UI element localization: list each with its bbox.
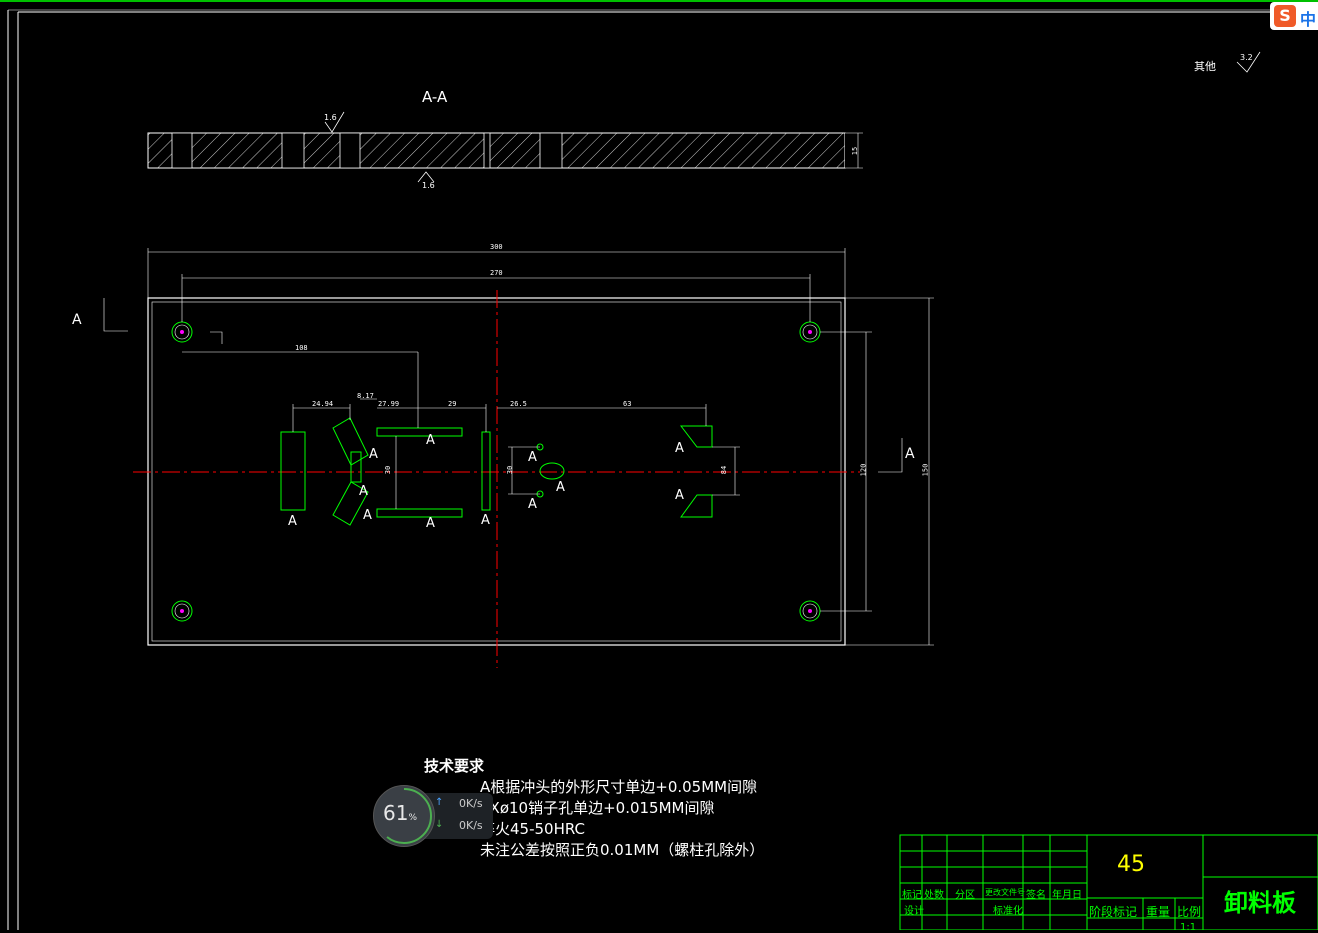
material-value: 45 <box>1117 852 1145 877</box>
corner-hole-bottom-left <box>171 600 193 622</box>
section-title: A-A <box>422 88 448 106</box>
usage-percent: 61 <box>383 801 409 825</box>
cutout-label-a8: A <box>528 450 537 465</box>
header-mark: 标记 <box>902 890 922 901</box>
header-change-doc: 更改文件号 <box>985 888 1025 897</box>
header-date: 年月日 <box>1052 890 1082 901</box>
cutout-label-a3: A <box>359 484 368 499</box>
dim-hole-spacing-x: 270 <box>490 269 503 277</box>
header-zone: 分区 <box>955 890 975 901</box>
weight-label: 重量 <box>1146 905 1171 919</box>
corner-hole-top-left <box>171 321 193 343</box>
dim-d5: 26.5 <box>510 400 527 408</box>
usage-arc-icon <box>376 788 432 844</box>
roughness-value-bottom: 1.6 <box>422 181 435 190</box>
note-line-1: A根据冲头的外形尺寸单边+0.05MM间隙 <box>480 778 758 796</box>
technical-requirements: 技术要求 A根据冲头的外形尺寸单边+0.05MM间隙 2Xø10销子孔单边+0.… <box>424 756 764 861</box>
section-marker-left: A <box>72 312 82 328</box>
dim-d3: 27.99 <box>378 400 400 408</box>
cutout-label-a10: A <box>528 497 537 512</box>
section-marker-right: A <box>905 446 915 462</box>
upload-arrow-icon: ↑ <box>435 797 444 808</box>
cutout-label-a9: A <box>556 480 565 495</box>
download-arrow-icon: ↓ <box>435 819 444 830</box>
ime-mode-label: 中 <box>1300 10 1317 29</box>
corner-hole-bottom-right <box>799 600 821 622</box>
row-standardize: 标准化 <box>993 906 1023 917</box>
cutout-label-a11: A <box>675 441 684 456</box>
dim-d1: 24.94 <box>312 400 334 408</box>
cutout-label-a7: A <box>481 513 490 528</box>
dim-v3: 84 <box>720 465 729 475</box>
dim-thickness: 15 <box>851 146 860 156</box>
roughness-value-top: 1.6 <box>324 113 337 122</box>
dim-overall-height: 150 <box>921 463 930 477</box>
dim-v1: 30 <box>384 465 393 475</box>
cutout-label-a6: A <box>426 516 435 531</box>
usage-percent-sign: % <box>408 813 418 823</box>
note-line-3: 淬火45-50HRC <box>480 820 586 838</box>
dim-center-offset: 108 <box>295 344 308 352</box>
plan-view <box>103 248 934 668</box>
ime-indicator[interactable]: S 中 <box>1270 2 1318 30</box>
roughness-other-label: 其他 <box>1194 60 1216 73</box>
upload-rate: 0K/s <box>459 797 483 810</box>
part-name: 卸料板 <box>1224 889 1296 917</box>
cutout-label-a2: A <box>369 447 378 462</box>
header-sign: 签名 <box>1026 890 1046 901</box>
scale-value: 1:1 <box>1180 922 1197 933</box>
dim-d2: 8.17 <box>357 392 374 400</box>
cutout-label-a4: A <box>363 508 372 523</box>
network-speed-widget[interactable]: ↑ 0K/s ↓ 0K/s 61% <box>373 785 495 847</box>
dim-v2: 30 <box>506 465 515 475</box>
memory-usage-ring[interactable]: 61% <box>373 785 435 847</box>
note-line-2: 2Xø10销子孔单边+0.015MM间隙 <box>480 799 715 817</box>
cutout-label-a5: A <box>426 433 435 448</box>
scale-label: 比例 <box>1177 905 1202 919</box>
header-count: 处数 <box>924 890 944 901</box>
section-view <box>147 51 1261 183</box>
roughness-other-value: 3.2 <box>1240 53 1253 62</box>
row-design: 设计 <box>904 906 924 917</box>
corner-hole-top-right <box>799 321 821 343</box>
dim-hole-spacing-y: 120 <box>859 463 868 477</box>
stage-label: 阶段标记 <box>1089 905 1138 919</box>
cutout-label-a1: A <box>288 514 297 529</box>
sogou-logo-icon: S <box>1274 5 1296 27</box>
dim-overall-width: 300 <box>490 243 503 251</box>
dim-d4: 29 <box>448 400 457 408</box>
cutout-label-a12: A <box>675 488 684 503</box>
title-block <box>899 834 1318 930</box>
notes-title: 技术要求 <box>424 757 485 775</box>
dim-d6: 63 <box>623 400 632 408</box>
download-rate: 0K/s <box>459 819 483 832</box>
note-line-4: 未注公差按照正负0.01MM（螺柱孔除外） <box>480 841 765 859</box>
